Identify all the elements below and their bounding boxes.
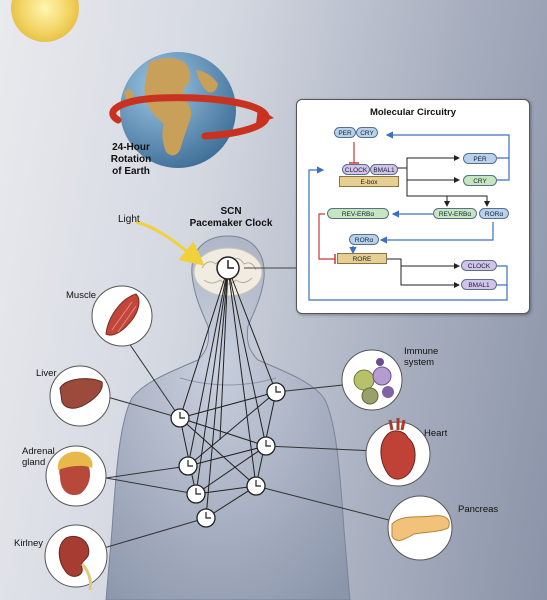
clock-icon (186, 484, 206, 504)
pancreas-label: Pancreas (458, 504, 499, 515)
liver-organ (49, 365, 111, 427)
rotation-label: 24-Hour Rotation of Earth (110, 142, 152, 177)
ror-right: RORα (479, 208, 509, 219)
ebox-element: E-box (339, 176, 399, 187)
adrenal-label: Adrenal gland (22, 446, 55, 468)
scn-clock-icon (216, 256, 240, 280)
clock-icon (196, 508, 216, 528)
immune-label: Immune system (404, 346, 439, 368)
rev-erb-mid: REV-ERBα (433, 208, 477, 219)
clock-icon (256, 436, 276, 456)
scn-label: SCN Pacemaker Clock (189, 206, 273, 229)
per-output: PER (463, 153, 497, 164)
peripheral-clocks (170, 382, 286, 528)
human-body (105, 235, 351, 600)
heart-label: Heart (424, 428, 448, 439)
bmal1-output: BMAL1 (461, 279, 497, 290)
light-arrow (135, 220, 205, 266)
cry-protein: CRY (356, 127, 378, 138)
circuit-arrows (308, 131, 510, 301)
moon-icon (340, 22, 366, 58)
clock-icon (266, 382, 286, 402)
sun-icon (11, 0, 79, 42)
molecular-circuitry-panel: Molecular Circuitry PER CRY CLOCK BMAL1 … (296, 99, 530, 314)
adrenal-organ (45, 445, 107, 507)
circuit-title: Molecular Circuitry (369, 107, 457, 118)
neural-connections (179, 267, 277, 519)
clock-protein: CLOCK (342, 164, 370, 175)
light-label: Light (118, 214, 140, 225)
muscle-organ (91, 285, 153, 347)
rore-element: RORE (337, 253, 387, 264)
kidney-organ (44, 524, 108, 591)
liver-label: Liver (36, 368, 57, 379)
clock-icon (170, 408, 190, 428)
clock-icon (246, 476, 266, 496)
heart-organ (365, 418, 431, 487)
clock-output: CLOCK (461, 260, 497, 271)
clock-icon (178, 456, 198, 476)
per-protein: PER (334, 127, 356, 138)
rev-erb-left: REV-ERBα (327, 208, 389, 219)
muscle-label: Muscle (66, 290, 97, 301)
kidney-label: Kirlney (14, 538, 44, 549)
immune-organ (341, 349, 403, 411)
cry-output: CRY (463, 175, 497, 186)
pancreas-organ (387, 495, 453, 561)
ror-mid: RORα (349, 234, 379, 245)
rotation-arrow (109, 94, 274, 140)
bmal1-protein: BMAL1 (370, 164, 398, 175)
